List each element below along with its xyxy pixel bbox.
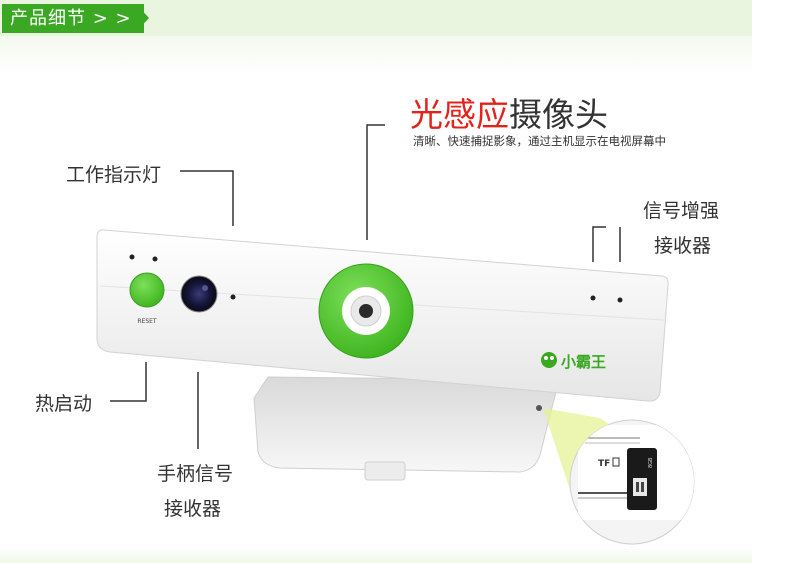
indicator-dot bbox=[152, 256, 158, 262]
reset-button bbox=[129, 272, 165, 308]
label-gamepad-line2: 接收器 bbox=[164, 498, 222, 520]
tf-label: TF bbox=[598, 459, 610, 469]
product-subtitle: 清晰、快速捕捉影象，通过主机显示在电视屏幕中 bbox=[413, 134, 666, 148]
reset-label: RESET bbox=[137, 318, 157, 325]
brand-name: 小霸王 bbox=[561, 353, 606, 371]
label-gamepad-line1: 手柄信号 bbox=[157, 463, 234, 485]
label-signal-line2: 接收器 bbox=[654, 235, 712, 257]
tab-arrow-icon bbox=[136, 4, 149, 32]
sd-capacity: 8GB bbox=[648, 457, 654, 468]
indicator-dot bbox=[230, 294, 236, 300]
label-hot-start: 热启动 bbox=[35, 393, 93, 415]
camera-lens-icon bbox=[318, 263, 414, 359]
title-highlight: 光感应 bbox=[410, 95, 509, 134]
header-gradient bbox=[0, 36, 752, 74]
product-title: 光感应摄像头 bbox=[410, 88, 608, 136]
label-indicator-light: 工作指示灯 bbox=[66, 164, 162, 186]
indicator-dot bbox=[129, 254, 135, 260]
callout-lines bbox=[110, 124, 621, 449]
tf-card-slot: 8GB TF bbox=[569, 419, 695, 545]
gamepad-receiver-lens bbox=[180, 275, 218, 313]
receiver-dot bbox=[617, 297, 623, 303]
footer-band bbox=[0, 548, 752, 563]
receiver-dot bbox=[590, 295, 596, 301]
brand-logo: 小霸王 bbox=[541, 352, 606, 371]
device-stand bbox=[253, 376, 557, 481]
title-rest: 摄像头 bbox=[509, 95, 608, 134]
section-tab: 产品细节 > > bbox=[2, 4, 144, 33]
label-signal-line1: 信号增强 bbox=[643, 200, 720, 222]
